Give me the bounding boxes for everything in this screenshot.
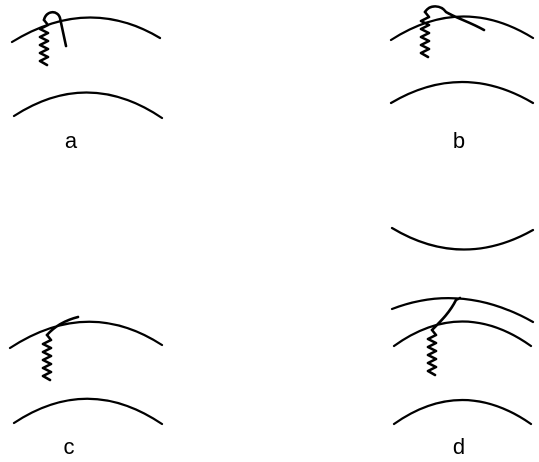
spring-b — [421, 12, 429, 57]
upper-membrane-a — [12, 17, 160, 42]
hook-c — [47, 317, 78, 335]
panel-label-d: d — [453, 436, 465, 458]
panel-label-c: c — [64, 436, 75, 458]
panel-d — [392, 228, 533, 424]
panel-b — [391, 6, 533, 103]
spring-d — [428, 330, 436, 375]
panel-label-a: a — [65, 130, 77, 152]
panel-c — [10, 317, 162, 424]
crossing-membrane-d — [392, 298, 533, 322]
hook-d — [432, 298, 460, 330]
lower-membrane-b — [391, 82, 533, 103]
lower-membrane-d — [394, 400, 531, 424]
upper-membrane-d — [394, 322, 531, 347]
lower-membrane-a — [14, 92, 162, 118]
upper-membrane-c — [10, 322, 162, 348]
panel-label-b: b — [453, 130, 465, 152]
top-membrane-d — [392, 228, 533, 250]
spring-c — [43, 335, 51, 380]
panel-a — [12, 12, 162, 118]
lower-membrane-c — [14, 399, 162, 424]
